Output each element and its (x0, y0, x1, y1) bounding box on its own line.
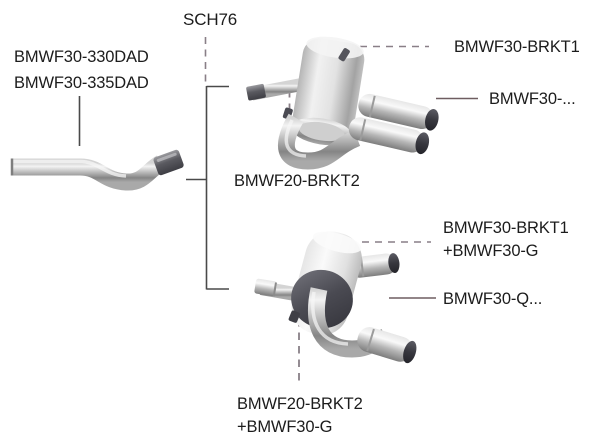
top-dual-tips (348, 93, 439, 155)
label-bottom-bracket1-line1: BMWF30-BRKT1 (443, 219, 569, 237)
front-pipe-image (10, 149, 184, 191)
label-bottom-bracket2: BMWF20-BRKT2 +BMWF30-G (237, 393, 363, 439)
label-front-pipe-line2: BMWF30-335DAD (14, 73, 149, 92)
label-front-pipe: BMWF30-330DAD BMWF30-335DAD (14, 45, 149, 96)
label-top-bracket2: BMWF20-BRKT2 (234, 172, 360, 190)
label-top-silencer: BMWF30-... (489, 90, 576, 108)
label-bottom-bracket1-line2: +BMWF30-G (443, 242, 539, 260)
top-hanger-bracket (338, 48, 350, 62)
label-front-pipe-line1: BMWF30-330DAD (14, 48, 149, 66)
label-top-bracket1: BMWF30-BRKT1 (454, 38, 580, 56)
bottom-lower-tip (357, 327, 417, 364)
label-bottom-bracket1: BMWF30-BRKT1 +BMWF30-G (443, 217, 569, 263)
label-clamp-sch76: SCH76 (183, 10, 238, 29)
label-bottom-bracket2-line2: +BMWF30-G (237, 418, 333, 436)
bottom-mount-bracket (288, 310, 300, 323)
top-silencer-image (246, 36, 439, 170)
label-bottom-silencer: BMWF30-Q... (443, 290, 543, 308)
label-bottom-bracket2-line1: BMWF20-BRKT2 (237, 395, 363, 413)
bottom-silencer-image (254, 231, 417, 364)
